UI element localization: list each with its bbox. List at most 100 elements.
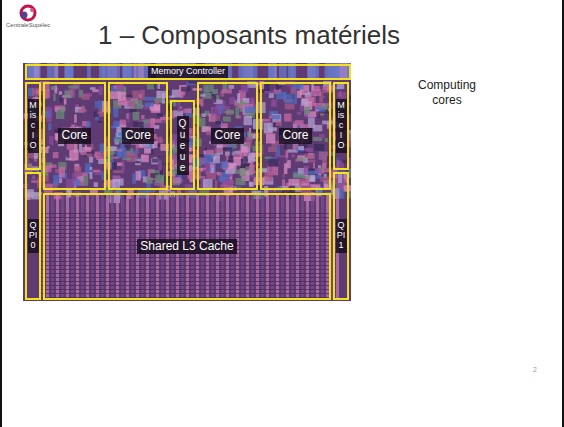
die-texture-block (304, 91, 307, 93)
die-texture-block (266, 133, 275, 143)
region-label: Queue (177, 116, 189, 175)
die-texture-block (41, 273, 329, 274)
die-texture-block (141, 115, 144, 119)
region-label: Core (122, 128, 154, 143)
die-strip-region: Misc IO (25, 82, 41, 170)
die-texture-block (51, 195, 54, 299)
die-texture-block (281, 195, 284, 299)
die-texture-block (157, 114, 163, 117)
die-texture-block (235, 107, 239, 118)
die-texture-block (264, 171, 272, 181)
die-texture-block (222, 89, 232, 93)
die-texture-block (320, 177, 329, 182)
die-texture-block (141, 155, 149, 162)
die-texture-block (229, 97, 235, 104)
die-texture-block (82, 147, 91, 152)
die-texture-block (319, 152, 327, 160)
logo-dot (21, 12, 28, 19)
die-texture-block (81, 172, 87, 175)
die-texture-block (293, 83, 304, 89)
die-texture-block (116, 195, 119, 299)
die-texture-block (126, 195, 129, 299)
die-texture-block (213, 157, 220, 163)
die-texture-block (65, 157, 68, 159)
die-texture-block (41, 289, 329, 290)
die-texture-block (268, 159, 278, 167)
die-strip-region: Queue (170, 100, 195, 190)
die-texture-block (101, 195, 104, 299)
die-texture-block (180, 92, 183, 98)
die-texture-block (59, 167, 65, 177)
die-texture-block (214, 95, 216, 103)
die-texture-block (121, 195, 124, 299)
die-texture-block (41, 237, 329, 238)
die-texture-block (271, 195, 274, 299)
die-texture-block (112, 179, 119, 189)
die-texture-block (311, 89, 321, 96)
die-texture-block (338, 174, 342, 183)
die-texture-block (265, 157, 272, 159)
die-texture-block (91, 195, 94, 299)
die-texture-block (286, 195, 289, 299)
die-texture-block (301, 99, 308, 106)
die-texture-block (187, 172, 196, 180)
die-texture-block (95, 101, 98, 108)
die-texture-block (113, 108, 118, 117)
die-texture-block (78, 109, 86, 112)
die-texture-block (133, 112, 140, 120)
die-texture-block (131, 195, 134, 299)
die-texture-block (271, 99, 277, 107)
die-texture-block (128, 101, 136, 107)
die-texture-block (72, 152, 75, 160)
die-texture-block (127, 114, 129, 123)
die-texture-block (339, 189, 345, 198)
die-texture-block (158, 161, 161, 171)
die-texture-block (145, 97, 155, 101)
die-texture-block (86, 195, 89, 299)
die-texture-block (241, 85, 249, 92)
die-texture-block (156, 91, 167, 98)
die-photo (23, 63, 351, 301)
die-texture-block (127, 152, 138, 161)
die-texture-block (86, 121, 91, 126)
region-label: Misc IO (336, 99, 347, 152)
die-texture-block (276, 121, 282, 126)
die-texture-block (236, 178, 246, 185)
die-texture-block (118, 92, 126, 101)
die-texture-block (284, 143, 293, 149)
region-label: Core (211, 128, 243, 143)
die-texture-block (41, 269, 329, 270)
die-strip-region: Misc IO (333, 82, 349, 170)
die-texture-block (215, 180, 217, 189)
die-texture-block (41, 277, 329, 278)
die-texture-block (284, 114, 291, 122)
die-texture-block (293, 173, 304, 178)
die-texture-block (304, 166, 309, 175)
die-texture-block (246, 137, 252, 147)
die-texture-block (303, 175, 311, 178)
die-texture-block (233, 157, 241, 166)
die-texture-block (200, 94, 205, 97)
die-texture-block (92, 89, 98, 92)
die-texture-block (99, 87, 103, 95)
die-texture-block (243, 156, 247, 162)
die-texture-block (228, 85, 234, 89)
die-texture-block (286, 150, 289, 157)
die-texture-block (46, 116, 51, 122)
die-texture-block (144, 148, 151, 153)
die-texture-block (94, 182, 98, 187)
die-texture-block (223, 147, 232, 150)
die-texture-block (111, 195, 114, 299)
die-region: Core (260, 82, 331, 190)
die-texture-block (46, 195, 49, 299)
die-texture-block (41, 281, 329, 282)
die-texture-block (71, 195, 74, 299)
die-texture-block (206, 150, 214, 155)
die-texture-block (210, 162, 214, 168)
die-texture-block (199, 154, 204, 157)
die-texture-block (251, 153, 260, 157)
die-texture-block (145, 102, 154, 106)
die-texture-block (172, 111, 174, 119)
die-texture-block (112, 162, 117, 169)
